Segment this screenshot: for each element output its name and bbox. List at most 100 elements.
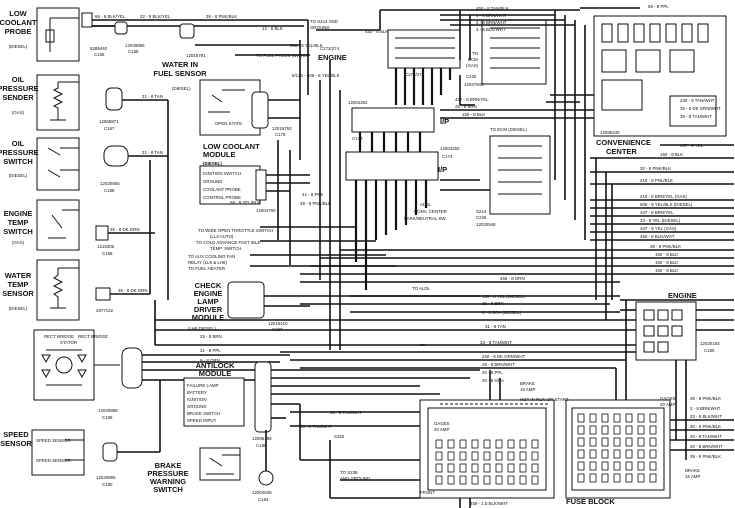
ip-connector-lower: 12004255 C174 I/P <box>345 146 460 181</box>
conn-c186: C186 <box>102 415 113 420</box>
conn-c180: C180 <box>102 482 113 487</box>
label-brake-sw-3: WARNING <box>150 477 186 486</box>
lw-8: 33 - 8 TAN/WHT <box>480 340 512 345</box>
bottom-wires <box>290 411 471 508</box>
label-low-coolant-3: PROBE <box>5 27 32 36</box>
label-conv-1: CONVENIENCE <box>596 138 651 147</box>
conn-c188-pn: 12065188 <box>252 436 272 441</box>
fuse-cavity <box>649 461 657 471</box>
fuse-cavity <box>589 449 597 459</box>
fuse-cavity <box>531 475 539 485</box>
to-s214-2: GROUND <box>310 25 330 30</box>
engine-connector-right: ENGINE 12020183 C160 <box>635 291 720 361</box>
wire-tr-2: 2 - 8 BRN/WHT <box>476 20 507 25</box>
fuse-cavity <box>589 425 597 435</box>
fuse-cavity <box>519 451 527 461</box>
conn-c160-pn: 12020183 <box>700 341 720 346</box>
label-water-fuel-2: FUEL SENSOR <box>153 69 207 78</box>
conv-center: CONV. CENTER <box>414 209 447 214</box>
label-speed-pin-2: SPEED SENSOR <box>36 458 71 463</box>
fuse-cavity <box>495 451 503 461</box>
wire-c-58: 58 - 8 YEL/BLK <box>230 200 260 205</box>
fuse-cavity <box>649 425 657 435</box>
fuse-cavity <box>589 473 597 483</box>
abs-pin-3: IGNITION <box>187 397 207 402</box>
abs-pin-1: FAILURE LAMP <box>187 383 219 388</box>
label-oil-switch-2: PRESSURE <box>0 148 39 157</box>
conn-c176-pn: 12015793 <box>272 126 292 131</box>
conn-c168: C168 <box>104 188 115 193</box>
fuse-cavity <box>471 451 479 461</box>
top-right-wire-labels: 450 - 8 TAN/BLK 1 - 8 BRN/WHT 2 - 8 BRN/… <box>455 4 669 117</box>
fuse-cavity <box>471 439 479 449</box>
label-water-fuel-note: (DIESEL) <box>172 86 191 91</box>
fuse-block-left <box>419 399 555 499</box>
conn-c175-pn: 12004700 <box>256 208 276 213</box>
ip-bus-lines <box>300 157 734 320</box>
conn-c176: C176 <box>275 132 286 137</box>
low-coolant-probe-box <box>36 7 80 62</box>
lcm-wires <box>266 99 310 265</box>
fuse-cavity <box>613 449 621 459</box>
label-cel-1: CHECK <box>195 281 222 290</box>
label-oil-sender-1: OIL <box>12 75 25 84</box>
wire-mr-25: 25 - 8 BRN <box>455 104 477 109</box>
conn-c169-pn: 1215306 <box>97 244 115 249</box>
label-open-state: OPEN STATE <box>215 121 242 126</box>
fuse-cavity <box>601 413 609 423</box>
park-neutral: PARK/NEUTRAL SW. <box>404 216 446 221</box>
fuse-cavity <box>435 463 443 473</box>
label-cel-3: LAMP <box>197 297 218 306</box>
low-coolant-module-box <box>199 79 261 136</box>
oil-pressure-switch-box <box>36 137 80 191</box>
label-water-temp-2: TEMP <box>8 280 29 289</box>
label-speed-sensor-2: SENSOR <box>0 439 32 448</box>
fuse-cavity <box>625 461 633 471</box>
alternator-box <box>33 329 95 401</box>
label-ip-2: I/P <box>438 165 447 174</box>
label-water-temp-3: SENSOR <box>2 289 34 298</box>
fuse-cavity <box>507 451 515 461</box>
label-oil-sender-note: (GAS) <box>12 110 25 115</box>
label-low-coolant-module-2: MODULE <box>203 150 236 159</box>
abs-pin-6: SPEED INPUT <box>187 418 217 423</box>
fuse-cavity <box>483 439 491 449</box>
to-aux: TO AUX COOLING FAN <box>188 254 235 259</box>
fuse-cavity <box>649 413 657 423</box>
fuse-cavity <box>435 451 443 461</box>
fuse-cavity <box>519 475 527 485</box>
wire-35-dkgrn-2: 35 - 8 DK GRN <box>118 288 148 293</box>
lower-wire-labels: 456 - 8 ORN 450 - 8 YEL (DIESEL) 25 - 8 … <box>200 276 525 383</box>
antilock-box <box>183 377 245 427</box>
rl-3: 33 - 8 BLK/WHT <box>690 414 722 419</box>
hot-in-run: HOT IN RUN OR START <box>520 397 569 402</box>
label-engine-temp-note: (GAS) <box>12 240 25 245</box>
engine-right-wires <box>620 299 734 460</box>
label-engine-temp-1: ENGINE <box>4 209 33 218</box>
fuse-cavity <box>471 475 479 485</box>
fuse-cavity <box>459 475 467 485</box>
fuse-grid-left <box>435 439 539 485</box>
conn-c170-pn: 12015791 <box>186 53 206 58</box>
conn-c184-pn: 12004636 <box>252 490 272 495</box>
conn-c180-pn: 12020865 <box>96 475 116 480</box>
fuse-cavity <box>649 449 657 459</box>
fuse-cavity <box>577 461 585 471</box>
fuse-cavity <box>447 439 455 449</box>
bus-13: 150 - 8 BLK <box>655 268 678 273</box>
label-water-fuel-1: WATER IN <box>162 60 198 69</box>
label-oil-switch-3: SWITCH <box>3 157 33 166</box>
lcm-pin-1: IGNITION SWITCH <box>203 171 241 176</box>
conn-c167-pn: 12065871 <box>99 119 119 124</box>
lcm-pin-4: CONTROL PROBE <box>203 195 241 200</box>
fuse-cavity <box>625 437 633 447</box>
brake-fuse-1: BRAKE <box>520 381 535 386</box>
label-rect-bridge-2: RECT BRIDGE <box>78 334 108 339</box>
label-rect-bridge-1: RECT BRIDGE <box>44 334 74 339</box>
conn-c169: C169 <box>102 251 113 256</box>
c173-block <box>351 107 435 133</box>
